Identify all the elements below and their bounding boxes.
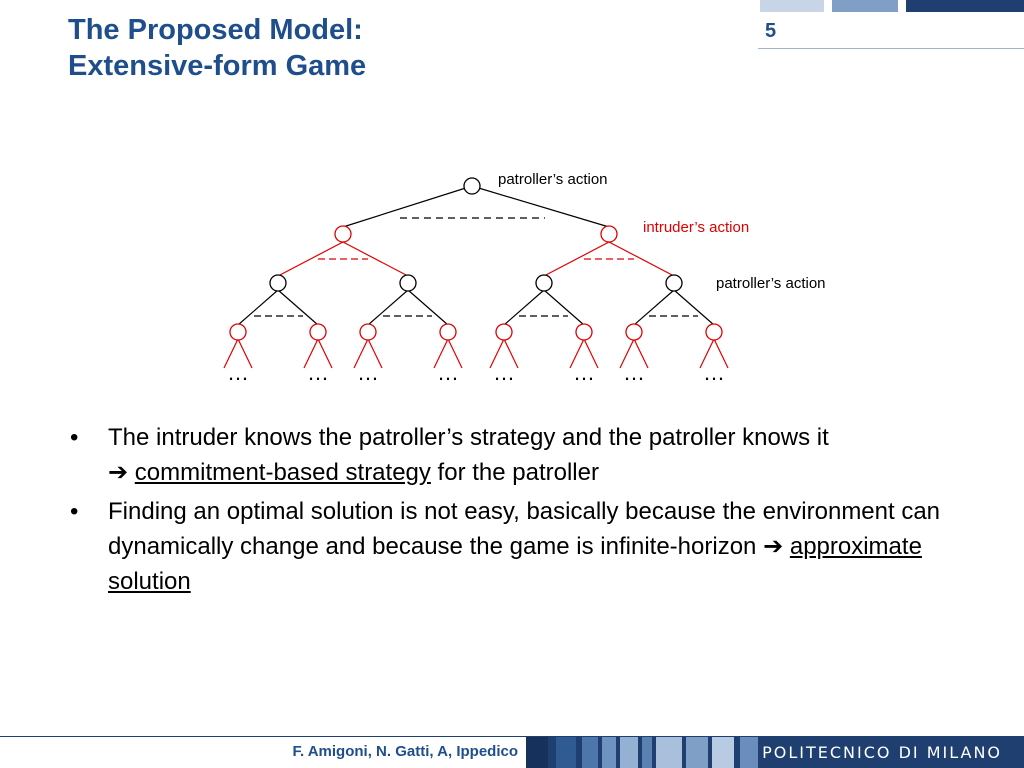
ellipsis: …: [357, 360, 379, 385]
node-leaf-5: [495, 323, 513, 341]
edge-l2d-right: [673, 289, 715, 326]
edge-l1a-right: [342, 241, 409, 277]
bullet-marker: •: [70, 424, 79, 451]
edge-root-right: [471, 185, 610, 228]
bullet-marker: •: [70, 498, 79, 525]
edge-l2c-left: [503, 289, 545, 326]
footer-divider: [0, 736, 1024, 737]
node-patroller-2: [399, 274, 417, 292]
title-line-1: The Proposed Model:: [68, 14, 363, 46]
node-intruder-right: [600, 225, 618, 243]
page-number: 5: [765, 20, 777, 42]
edge-root-left: [342, 185, 473, 228]
node-root: [463, 177, 481, 195]
bullet-text: Finding an optimal solution is not easy,…: [108, 498, 941, 560]
bullet-text: for the patroller: [430, 459, 599, 486]
label-root-patroller: patroller’s action: [498, 171, 608, 188]
continuation-ellipses: … … … … … … … …: [227, 360, 725, 385]
edge-l2d-left: [633, 289, 675, 326]
approximate-solution-link: approximate solution: [108, 533, 922, 595]
tree-nodes: [229, 177, 723, 341]
node-leaf-6: [575, 323, 593, 341]
ellipsis: …: [573, 360, 595, 385]
tree-edges: [223, 185, 729, 369]
ellipsis: …: [437, 360, 459, 385]
arrow-icon: ➔: [108, 458, 129, 486]
edge-l2c-right: [543, 289, 585, 326]
page-number-underline: [758, 48, 1024, 49]
node-leaf-8: [705, 323, 723, 341]
commitment-strategy-link: commitment-based strategy: [134, 459, 431, 486]
node-patroller-1: [269, 274, 287, 292]
label-intruder: intruder’s action: [643, 219, 749, 236]
node-leaf-4: [439, 323, 457, 341]
edge-l1a-left: [277, 241, 344, 277]
edge-l2a-left: [237, 289, 279, 326]
node-leaf-3: [359, 323, 377, 341]
slide-title: The Proposed Model: Extensive-form Game: [68, 12, 366, 84]
information-sets: [254, 217, 698, 317]
title-line-2: Extensive-form Game: [68, 50, 367, 82]
bullet-item: • The intruder knows the patroller’s str…: [70, 420, 970, 490]
arrow-icon: ➔: [763, 532, 784, 560]
footer-authors: F. Amigoni, N. Gatti, A, Ippedico: [0, 737, 524, 768]
node-leaf-2: [309, 323, 327, 341]
edge-l2a-right: [277, 289, 319, 326]
node-intruder-left: [334, 225, 352, 243]
authors-text: F. Amigoni, N. Gatti, A, Ippedico: [292, 743, 518, 760]
label-level2-patroller: patroller’s action: [716, 275, 826, 292]
edge-l2b-left: [367, 289, 409, 326]
top-decoration-bars: [760, 0, 1024, 12]
ellipsis: …: [493, 360, 515, 385]
node-leaf-7: [625, 323, 643, 341]
node-leaf-1: [229, 323, 247, 341]
node-patroller-4: [665, 274, 683, 292]
edge-l1b-right: [608, 241, 675, 277]
footer-band: POLITECNICO DI MILANO: [526, 737, 1024, 768]
bullet-item: • Finding an optimal solution is not eas…: [70, 494, 970, 599]
node-patroller-3: [535, 274, 553, 292]
ellipsis: …: [703, 360, 725, 385]
game-tree-diagram: … … … … … … … … patroller’s action intru…: [223, 171, 826, 385]
edge-l1b-left: [543, 241, 610, 277]
edge-l2b-right: [407, 289, 449, 326]
bullet-list: • The intruder knows the patroller’s str…: [70, 420, 970, 603]
ellipsis: …: [623, 360, 645, 385]
ellipsis: …: [307, 360, 329, 385]
university-logo: POLITECNICO DI MILANO: [762, 743, 1002, 762]
bullet-text: The intruder knows the patroller’s strat…: [108, 424, 829, 451]
ellipsis: …: [227, 360, 249, 385]
